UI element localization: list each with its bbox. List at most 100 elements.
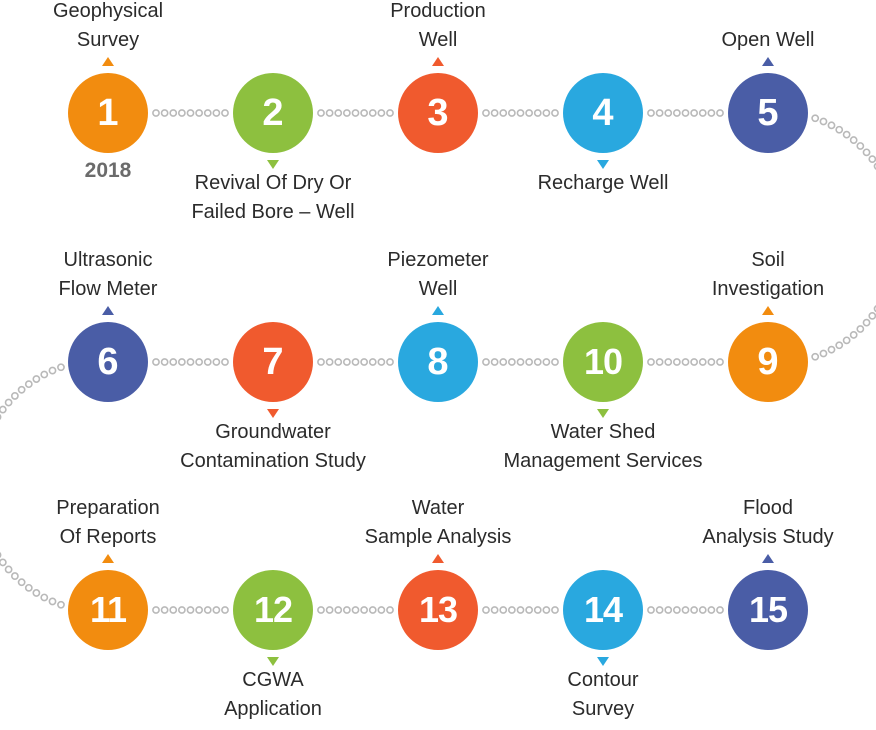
connector-dot (152, 109, 160, 117)
connector-dot (24, 380, 33, 389)
connector-dot (716, 358, 724, 366)
connector-dot (221, 109, 229, 117)
connector-dot (698, 606, 707, 614)
connector-dot (819, 117, 828, 126)
connector-dot (542, 606, 551, 614)
step-node-13: 13 (398, 570, 478, 650)
step-label-line: Management Services (503, 450, 703, 472)
connector-dot (681, 358, 690, 366)
pointer-triangle-icon (267, 409, 279, 418)
connector-dot (868, 155, 876, 164)
connector-dot (368, 358, 377, 366)
connector-dot (342, 606, 351, 614)
connector-dot (507, 358, 516, 366)
connector-dot (525, 358, 534, 366)
connector-dot (499, 358, 508, 366)
step-label-line: Soil (751, 249, 785, 271)
connector-dot (334, 358, 343, 366)
connector-dot (186, 606, 195, 614)
connector-dot (317, 109, 325, 117)
connector-dot (698, 358, 707, 366)
step-node-15: 15 (728, 570, 808, 650)
connector-dot (842, 336, 851, 345)
step-label-line: Flow Meter (58, 278, 158, 300)
connector-dot (707, 109, 716, 117)
pointer-triangle-icon (432, 554, 444, 563)
connector-dot (707, 606, 716, 614)
connector-dot (716, 109, 724, 117)
connector-dot (647, 606, 655, 614)
connector-dot (351, 109, 360, 117)
connector-dot (690, 358, 699, 366)
connector-dot (386, 109, 394, 117)
connector-dot (325, 606, 334, 614)
connector-dot (386, 606, 394, 614)
pointer-triangle-icon (762, 57, 774, 66)
connector-dot (212, 606, 221, 614)
step-label-line: Preparation (56, 497, 160, 519)
connector-dot (835, 125, 844, 134)
connector-dot (221, 358, 229, 366)
connector-dot (10, 392, 19, 400)
step-node-5: 5 (728, 73, 808, 153)
connector-dot (819, 349, 828, 358)
connector-dot (490, 109, 499, 117)
step-label-line: Well (418, 278, 458, 300)
connector-dot (507, 606, 516, 614)
connector-dot (186, 358, 195, 366)
connector-dot (868, 311, 876, 320)
step-node-6: 6 (68, 322, 148, 402)
step-label-11: Preparation Of Reports (0, 494, 228, 552)
connector-dot (203, 606, 212, 614)
step-node-9: 9 (728, 322, 808, 402)
connector-dot (48, 597, 57, 606)
connector-dot (57, 600, 65, 609)
connector-dot (516, 358, 525, 366)
connector-dot (342, 109, 351, 117)
connector-dot (152, 606, 160, 614)
connector-dot (212, 109, 221, 117)
connector-dot (849, 331, 858, 339)
step-node-10: 10 (563, 322, 643, 402)
connector-dot (186, 109, 195, 117)
connector-dot (0, 558, 7, 567)
pointer-triangle-icon (762, 554, 774, 563)
connector-dot (681, 606, 690, 614)
year-label: 2018 (84, 159, 132, 182)
connector-dot (40, 370, 49, 379)
connector-dot (672, 109, 681, 117)
connector-dot (862, 318, 871, 327)
connector-dot (368, 109, 377, 117)
connector-dot (342, 358, 351, 366)
connector-dot (177, 606, 186, 614)
connector-dot (490, 358, 499, 366)
connector-dot (17, 385, 26, 394)
step-label-line: Of Reports (59, 526, 157, 548)
pointer-triangle-icon (597, 409, 609, 418)
step-node-4: 4 (563, 73, 643, 153)
step-node-7: 7 (233, 322, 313, 402)
connector-dot (533, 109, 542, 117)
connector-dot (856, 142, 865, 150)
connector-dot (707, 358, 716, 366)
connector-dot (542, 109, 551, 117)
connector-dot (160, 358, 169, 366)
step-label-line: Analysis Study (702, 526, 834, 548)
connector-dot (160, 109, 169, 117)
connector-dot (386, 358, 394, 366)
connector-dot (664, 109, 673, 117)
step-node-14: 14 (563, 570, 643, 650)
connector-dot (203, 358, 212, 366)
connector-dot (169, 358, 178, 366)
step-label-line: Contamination Study (180, 450, 366, 472)
connector-dot (551, 109, 559, 117)
step-label-line: Groundwater (215, 421, 331, 443)
step-node-8: 8 (398, 322, 478, 402)
connector-dot (17, 578, 26, 587)
connector-dot (542, 358, 551, 366)
connector-dot (499, 606, 508, 614)
